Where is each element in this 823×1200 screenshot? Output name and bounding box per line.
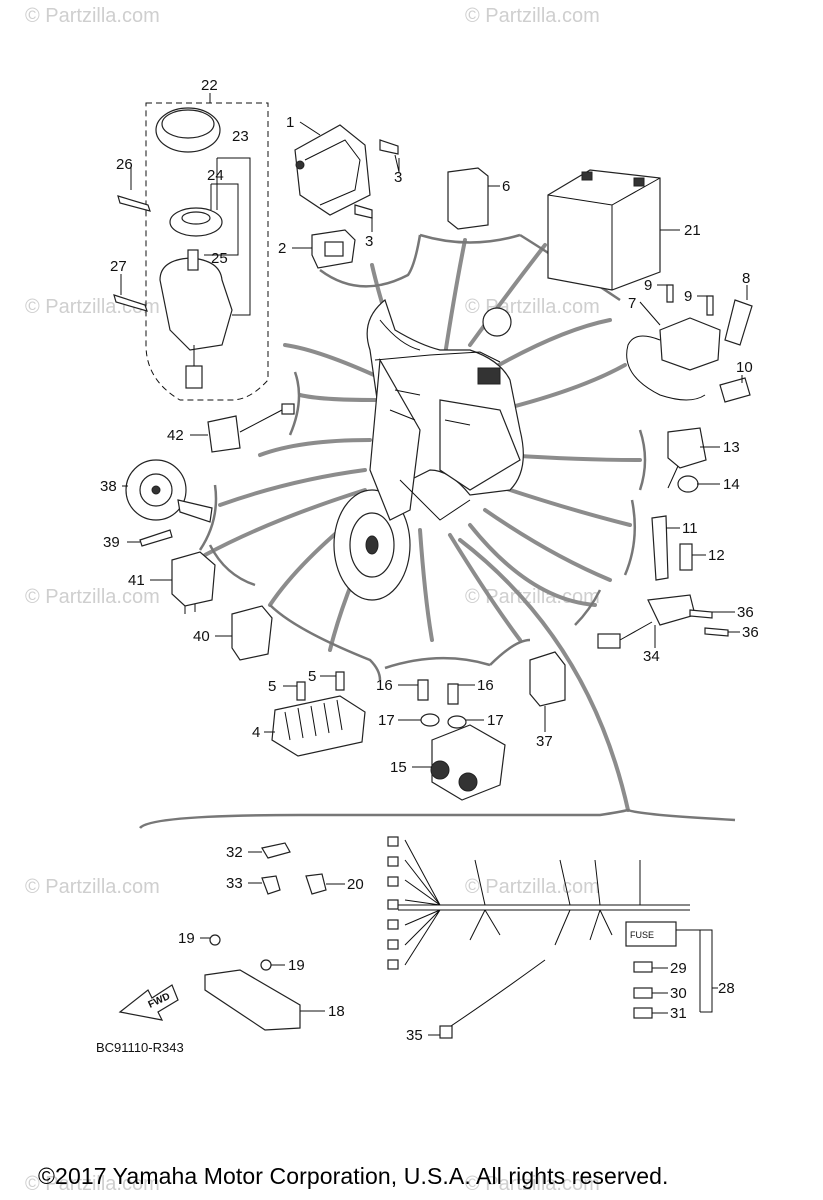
callout-9: 9 — [684, 288, 692, 305]
callout-22: 22 — [201, 77, 218, 94]
callout-30: 30 — [670, 985, 687, 1002]
fuse-label: FUSE — [630, 930, 654, 940]
callout-36: 36 — [742, 624, 759, 641]
callout-15: 15 — [390, 759, 407, 776]
watermark-text: © Partzilla.com — [465, 5, 600, 27]
callout-7: 7 — [628, 295, 636, 312]
scooter-overview — [333, 298, 524, 601]
component-drawings: FWD FUSE — [118, 124, 753, 1039]
callout-13: 13 — [723, 439, 740, 456]
callout-17: 17 — [487, 712, 504, 729]
callout-11: 11 — [682, 520, 698, 537]
watermark-text: © Partzilla.com — [25, 876, 160, 898]
callout-3: 3 — [365, 233, 373, 250]
callout-40: 40 — [193, 628, 210, 645]
callout-39: 39 — [103, 534, 120, 551]
watermark-text: © Partzilla.com — [465, 586, 600, 608]
diagram-code: BC91110-R343 — [96, 1040, 184, 1055]
callout-12: 12 — [708, 547, 725, 564]
copyright-notice: ©2017 Yamaha Motor Corporation, U.S.A. A… — [38, 1163, 669, 1189]
callout-42: 42 — [167, 427, 184, 444]
callout-17: 17 — [378, 712, 395, 729]
callout-20: 20 — [347, 876, 364, 893]
callout-31: 31 — [670, 1005, 687, 1022]
callout-6: 6 — [502, 178, 510, 195]
watermark-text: © Partzilla.com — [465, 876, 600, 898]
callout-2: 2 — [278, 240, 286, 257]
callout-27: 27 — [110, 258, 127, 275]
callout-38: 38 — [100, 478, 117, 495]
callout-3: 3 — [394, 169, 402, 186]
callout-41: 41 — [128, 572, 145, 589]
callout-33: 33 — [226, 875, 243, 892]
callout-4: 4 — [252, 724, 260, 741]
callout-10: 10 — [736, 359, 753, 376]
watermark-text: © Partzilla.com — [25, 5, 160, 27]
callout-16: 16 — [376, 677, 393, 694]
callout-32: 32 — [226, 844, 243, 861]
callout-18: 18 — [328, 1003, 345, 1020]
callout-36: 36 — [737, 604, 754, 621]
callout-21: 21 — [684, 222, 701, 239]
callout-24: 24 — [207, 167, 224, 184]
callout-25: 25 — [211, 250, 228, 267]
callout-5: 5 — [268, 678, 276, 695]
callout-37: 37 — [536, 733, 553, 750]
watermarks: © Partzilla.com © Partzilla.com © Partzi… — [25, 5, 600, 1195]
watermark-text: © Partzilla.com — [25, 1173, 160, 1195]
callout-23: 23 — [232, 128, 249, 145]
callout-8: 8 — [742, 270, 750, 287]
callout-labels: 22 23 24 25 26 27 1 3 3 2 6 21 7 9 9 8 1… — [100, 77, 759, 1044]
callout-14: 14 — [723, 476, 740, 493]
callout-5: 5 — [308, 668, 316, 685]
leader-lines — [120, 93, 748, 1036]
callout-19: 19 — [178, 930, 195, 947]
callout-29: 29 — [670, 960, 687, 977]
main-switch-group — [113, 102, 269, 401]
watermark-text: © Partzilla.com — [465, 1173, 600, 1195]
watermark-text: © Partzilla.com — [25, 586, 160, 608]
callout-28: 28 — [718, 980, 735, 997]
callout-35: 35 — [406, 1027, 423, 1044]
callout-34: 34 — [643, 648, 660, 665]
callout-1: 1 — [286, 114, 294, 131]
callout-26: 26 — [116, 156, 133, 173]
callout-16: 16 — [477, 677, 494, 694]
callout-9: 9 — [644, 277, 652, 294]
callout-19: 19 — [288, 957, 305, 974]
